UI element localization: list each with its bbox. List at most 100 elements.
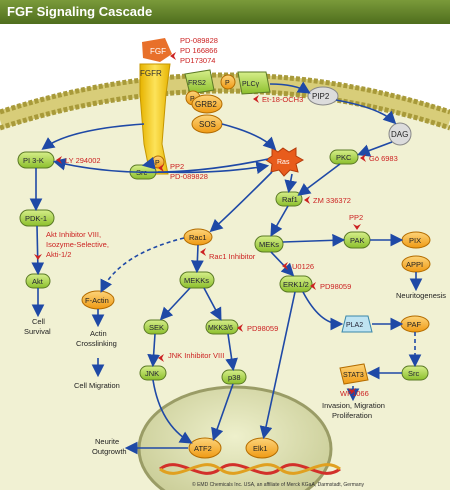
- inhibitor-u0126: U0126: [292, 262, 314, 271]
- outcome-cell-survival-2: Survival: [24, 327, 51, 336]
- dag-node: [388, 122, 412, 146]
- arrow-mekks-mkk: [203, 287, 222, 321]
- arrow-meks-pak: [282, 233, 346, 247]
- arrow-pdk1-akt: [31, 225, 45, 276]
- arrow-p38-atf2: [211, 383, 234, 442]
- inhibitor-mark-pp2a: [158, 164, 164, 172]
- inhibitor-labels: PD-089828 PD 166866 PD173074 Et-18-OCH3 …: [34, 36, 398, 398]
- inhibitor-rac1: Rac1 Inhibitor: [209, 252, 256, 261]
- pak-label: PAK: [350, 236, 364, 245]
- elk1-label: Elk1: [253, 444, 268, 453]
- fgf-label: FGF: [150, 47, 166, 56]
- p-label-2: P: [190, 96, 195, 103]
- pi3k-label: PI 3-K: [23, 156, 44, 165]
- membrane-heads-inner: [0, 88, 450, 131]
- nucleus: [137, 385, 333, 490]
- arrow-mekks-sek: [159, 287, 191, 321]
- arrow-fgfr-pi3k: [41, 123, 145, 150]
- arrow-pkc-raf1: [297, 163, 341, 196]
- erk-node: [279, 275, 313, 293]
- inhibitor-pp2a: PP2: [170, 162, 184, 171]
- akt-label: Akt: [32, 277, 44, 286]
- plcy-node: [237, 71, 271, 95]
- grb2-label: GRB2: [195, 100, 217, 109]
- plcy-label: PLCγ: [242, 81, 260, 88]
- arrow-frs2-ras: [221, 123, 277, 151]
- arrow-plcy-pip2: [269, 81, 311, 94]
- p38-label: p38: [228, 373, 241, 382]
- inhibitor-mark-pd98059a: [310, 282, 316, 290]
- inhibitor-mark-pd98059b: [237, 324, 243, 332]
- footer-copyright: © EMD Chemicals Inc. USA, an affiliate o…: [192, 481, 364, 488]
- pkc-label: PKC: [336, 153, 352, 162]
- meks-node: [254, 235, 284, 253]
- inhibitor-mark-zm: [304, 196, 310, 204]
- outcome-invasion-2: Proliferation: [332, 411, 372, 420]
- title-bar: FGF Signaling Cascade: [0, 0, 450, 24]
- stat3-label: STAT3: [343, 372, 364, 379]
- frs2-label: FRS2: [188, 80, 206, 87]
- atf2-node: [188, 437, 222, 459]
- cytoplasm: [0, 83, 450, 490]
- inhibitor-akt-1: Akt Inhibitor VIII,: [46, 230, 101, 239]
- inhibitor-jnk: JNK Inhibitor VIII: [168, 351, 224, 360]
- p-node-frs2: [220, 74, 236, 90]
- atf2-label: ATF2: [194, 444, 212, 453]
- arrow-raf1-meks: [270, 205, 289, 237]
- inhibitor-mark-ly: [56, 156, 62, 164]
- rac1-label: Rac1: [189, 233, 207, 242]
- meks-label: MEKs: [259, 240, 279, 249]
- mkk-label: MKK3/6: [208, 325, 233, 332]
- raf1-label: Raf1: [282, 195, 298, 204]
- fgfr-receptor: [139, 63, 171, 175]
- mkk-node: [205, 319, 239, 335]
- jnk-label: JNK: [145, 369, 159, 378]
- inhibitor-mark-jnk: [158, 354, 164, 362]
- inhibitor-mark-rac1: [200, 248, 206, 256]
- outcome-actin-1: Actin: [90, 329, 107, 338]
- arrow-pip2-dag: [335, 99, 397, 125]
- outcome-actin-2: Crosslinking: [76, 339, 117, 348]
- sek-node: [143, 319, 169, 335]
- p-label-1: P: [225, 80, 230, 87]
- fgf-ligand: [142, 38, 172, 62]
- outcome-invasion-1: Invasion, Migration: [322, 401, 385, 410]
- arrow-erk-pla2: [302, 291, 344, 331]
- inhibitor-mark-go: [360, 154, 366, 162]
- pkc-node: [329, 149, 359, 165]
- arrow-rac1-mekks: [190, 244, 204, 274]
- inhibitor-mark-akt: [34, 254, 42, 260]
- grb2-node: [191, 94, 223, 114]
- inhibitor-mark-pp2c: [353, 224, 361, 230]
- dna-strand-2: [159, 463, 341, 475]
- ras-label: Ras: [277, 159, 290, 166]
- pip2-node: [307, 86, 339, 106]
- pla2-label: PLA2: [346, 322, 363, 329]
- fgfr-label: FGFR: [140, 69, 162, 78]
- erk-label: ERK1/2: [283, 280, 309, 289]
- outcome-cell-survival-1: Cell: [32, 317, 45, 326]
- inhibitor-go: Gö 6983: [369, 154, 398, 163]
- inhibitor-ly: LY 294002: [65, 156, 101, 165]
- inhibitor-fgfr-2: PD 166866: [180, 46, 218, 55]
- inhibitor-pp2b: PD-089828: [170, 172, 208, 181]
- outcome-cell-migration: Cell Migration: [74, 381, 120, 390]
- arrow-ras-raf1: [284, 173, 298, 194]
- pla2-node: [341, 315, 373, 333]
- factin-label: F-Actin: [85, 296, 109, 305]
- inhibitor-mark-wp: [348, 388, 356, 394]
- pix-label: PIX: [409, 236, 421, 245]
- arrow-src-ras: [157, 161, 270, 174]
- inhibitor-pd98059b: PD98059: [247, 324, 278, 333]
- inhibitor-akt-2: Isozyme-Selective,: [46, 240, 109, 249]
- outcome-neurite-1: Neurite: [95, 437, 119, 446]
- ras-node: [265, 147, 305, 177]
- inhibitor-fgfr-1: PD-089828: [180, 36, 218, 45]
- p-label-3: P: [155, 160, 160, 167]
- pdk1-label: PDK-1: [25, 214, 47, 223]
- dag-label: DAG: [391, 130, 408, 139]
- pathway-diagram: FGF FGFR FRS2 P PLCγ P PIP2 DAG GRB2 SOS…: [0, 36, 450, 490]
- inhibitor-pd98059a: PD98059: [320, 282, 351, 291]
- inhibitor-et18: Et-18-OCH3: [262, 95, 303, 104]
